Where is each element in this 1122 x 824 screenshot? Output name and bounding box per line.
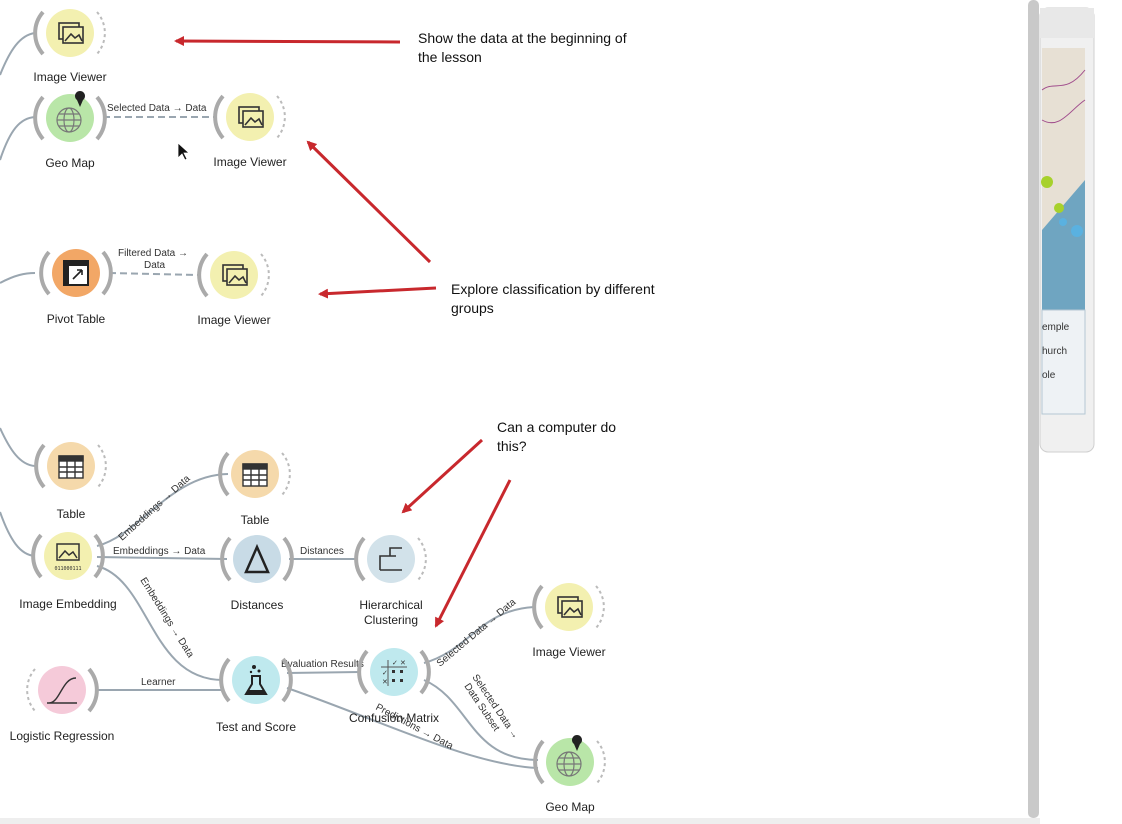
vertical-scrollbar[interactable] — [1028, 0, 1039, 818]
link-label: Learner — [141, 677, 176, 688]
globe-icon — [556, 751, 582, 777]
node-label: Image Viewer — [33, 70, 106, 84]
annotation-text[interactable]: this? — [497, 438, 527, 454]
link-selected-to-geomap[interactable] — [423, 679, 539, 761]
node-label: Table — [57, 507, 86, 521]
link-label: Selected Data → Data — [107, 103, 207, 114]
node-label: Hierarchical — [359, 598, 422, 612]
background-window: emple hurch ole — [1039, 7, 1095, 453]
dendrogram-icon — [379, 547, 402, 571]
node-label: Table — [241, 513, 270, 527]
link-embedding-to-distances[interactable] — [96, 556, 228, 560]
image-viewer-icon — [238, 106, 264, 128]
link-label: Embeddings → Data — [113, 546, 206, 557]
confusion-matrix-widget[interactable]: ✓✕ ✓ ✕ Confusion Matrix — [349, 648, 439, 725]
node-label: Geo Map — [45, 156, 95, 170]
node-label: Image Embedding — [19, 597, 116, 611]
table-widget[interactable]: Table — [34, 442, 107, 521]
annotation-text[interactable]: Can a computer do — [497, 419, 616, 435]
link-evaluation-results[interactable] — [286, 671, 361, 674]
hierarchical-clustering-widget[interactable]: Hierarchical Clustering — [354, 535, 427, 627]
globe-icon — [56, 107, 82, 133]
legend-item: hurch — [1042, 346, 1067, 357]
incoming-links — [0, 32, 36, 557]
pivot-table-icon — [63, 260, 89, 286]
distances-widget[interactable]: Distances — [220, 535, 294, 612]
link-embedding-to-test[interactable] — [96, 565, 224, 681]
node-label: Geo Map — [545, 800, 595, 814]
svg-text:✕: ✕ — [382, 678, 388, 686]
annotation-text[interactable]: groups — [451, 300, 494, 316]
link-label: Evaluation Results — [281, 659, 364, 670]
node-label: Logistic Regression — [10, 729, 115, 743]
pivot-table-widget[interactable]: Pivot Table — [39, 249, 113, 326]
confusion-matrix-icon: ✓✕ ✓ ✕ — [381, 659, 407, 686]
link-embedding-to-table[interactable] — [96, 473, 229, 547]
annotation-text[interactable]: Explore classification by different — [451, 281, 655, 297]
node-label: Image Viewer — [213, 155, 286, 169]
link-label: Filtered Data → — [118, 248, 188, 259]
image-viewer-widget[interactable]: Image Viewer — [33, 9, 107, 84]
table-widget[interactable]: Table — [218, 450, 291, 527]
image-embedding-widget[interactable]: 011000111 Image Embedding — [19, 532, 117, 611]
map-pin-icon — [572, 735, 582, 751]
geo-map-widget[interactable]: Geo Map — [533, 735, 606, 814]
node-label: Confusion Matrix — [349, 711, 439, 725]
node-label: Test and Score — [216, 720, 296, 734]
geo-map-widget[interactable]: Geo Map — [33, 91, 107, 170]
annotation-arrows — [174, 36, 512, 628]
node-label: Pivot Table — [47, 312, 106, 326]
legend-item: emple — [1042, 322, 1070, 333]
image-viewer-widget[interactable]: Image Viewer — [213, 93, 287, 169]
node-label: Image Viewer — [197, 313, 270, 327]
link-label: Distances — [300, 546, 344, 557]
binary-digits-decoration: 011000111 — [54, 566, 81, 572]
legend-item: ole — [1042, 370, 1056, 381]
annotation-text[interactable]: the lesson — [418, 49, 482, 65]
triangle-icon — [244, 543, 270, 574]
image-viewer-widget[interactable]: Image Viewer — [532, 583, 606, 659]
node-label: Distances — [231, 598, 284, 612]
link-label: Embeddings → Data — [117, 473, 193, 543]
flask-icon — [244, 665, 268, 695]
link-label: Data — [144, 260, 166, 271]
link-pivot-to-viewer[interactable] — [108, 272, 201, 276]
svg-text:✓: ✓ — [382, 669, 388, 677]
image-viewer-icon — [58, 22, 84, 44]
image-viewer-widget[interactable]: Image Viewer — [197, 251, 271, 327]
image-viewer-icon — [557, 596, 583, 618]
link-selected-to-viewer[interactable] — [423, 606, 535, 664]
image-embedding-icon — [56, 543, 80, 561]
link-label: Predictions → Data — [374, 702, 456, 752]
horizontal-scrollbar[interactable] — [0, 818, 1040, 824]
link-label: Selected Data → Data — [435, 597, 519, 670]
annotation-text[interactable]: Show the data at the beginning of — [418, 30, 627, 46]
image-viewer-icon — [222, 264, 248, 286]
link-predictions[interactable] — [286, 687, 539, 769]
svg-text:✓: ✓ — [392, 659, 398, 667]
table-icon — [242, 463, 268, 487]
node-label: Clustering — [364, 613, 418, 627]
map-pin-icon — [75, 91, 85, 107]
mouse-cursor-icon — [177, 142, 191, 161]
table-icon — [58, 455, 84, 479]
logistic-regression-widget[interactable]: Logistic Regression — [10, 666, 115, 743]
node-label: Image Viewer — [532, 645, 605, 659]
test-and-score-widget[interactable]: Test and Score — [216, 656, 296, 734]
sigmoid-curve-icon — [47, 677, 77, 704]
svg-text:✕: ✕ — [400, 659, 406, 667]
